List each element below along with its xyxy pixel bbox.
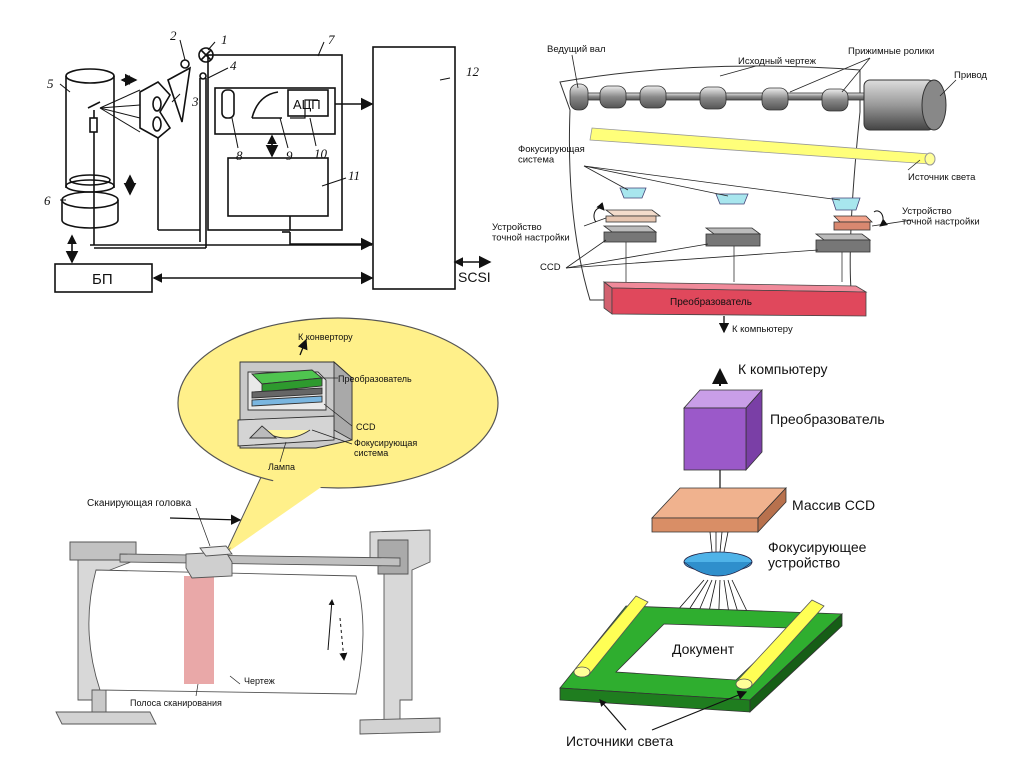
label-2: 2 — [170, 28, 177, 43]
scsi-label: SCSI — [458, 269, 491, 285]
lamp-label: Лампа — [268, 462, 295, 472]
flatbed-converter-cube — [683, 407, 747, 471]
roll-scanner — [559, 54, 957, 334]
label-11: 11 — [348, 168, 360, 183]
fb-converter-label: Преобразователь — [770, 411, 885, 427]
ccd-array-label: Массив CCD — [792, 497, 875, 513]
roll-scanner-labels: Ведущий вал Исходный чертеж Прижимные ро… — [492, 44, 987, 335]
head-scanner-labels: К конвертору Преобразователь CCD Фокусир… — [87, 332, 417, 708]
label-9: 9 — [286, 148, 293, 163]
label-7: 7 — [328, 32, 335, 47]
scan-strip — [184, 576, 214, 684]
scan-head-label: Сканирующая головка — [87, 498, 192, 509]
block-diagram — [54, 39, 492, 293]
drum-top — [65, 68, 115, 84]
label-5: 5 — [47, 76, 54, 91]
block-diagram-labels: 1 2 3 4 5 6 7 8 9 10 11 12 АЦП БП SCSI — [44, 28, 491, 288]
document-label: Документ — [672, 641, 735, 657]
converter-bar — [611, 287, 867, 317]
flatbed-scanner — [559, 368, 843, 731]
drive-shaft-label: Ведущий вал — [547, 44, 606, 55]
label-4: 4 — [230, 58, 237, 73]
pinch-rollers-label: Прижимные ролики — [848, 46, 934, 57]
scan-strip-label: Полоса сканирования — [130, 698, 222, 708]
head-scanner — [55, 317, 499, 735]
to-computer-label: К компьютеру — [732, 324, 793, 335]
label-6: 6 — [44, 193, 51, 208]
ccd-label: CCD — [540, 262, 561, 273]
drawing-label: Чертеж — [244, 676, 275, 686]
hs-ccd-label: CCD — [356, 422, 376, 432]
converter-label: Преобразователь — [670, 296, 752, 308]
hs-converter-label: Преобразователь — [338, 374, 412, 384]
fb-to-computer-label: К компьютеру — [738, 361, 827, 377]
light-source-label: Источник света — [908, 172, 976, 183]
psu-label: БП — [92, 271, 113, 288]
to-converter-label: К конвертору — [298, 332, 353, 342]
source-drawing-label: Исходный чертеж — [738, 56, 817, 67]
flatbed-labels: К компьютеру Преобразователь Массив CCD … — [566, 361, 885, 749]
label-3: 3 — [191, 94, 199, 109]
label-8: 8 — [236, 148, 243, 163]
light-sources-label: Источники света — [566, 733, 673, 749]
label-12: 12 — [466, 64, 480, 79]
document-sheet — [615, 623, 791, 681]
drive-label: Привод — [954, 70, 987, 81]
label-10: 10 — [314, 146, 328, 161]
label-1: 1 — [221, 32, 228, 47]
adc-label: АЦП — [293, 97, 321, 112]
